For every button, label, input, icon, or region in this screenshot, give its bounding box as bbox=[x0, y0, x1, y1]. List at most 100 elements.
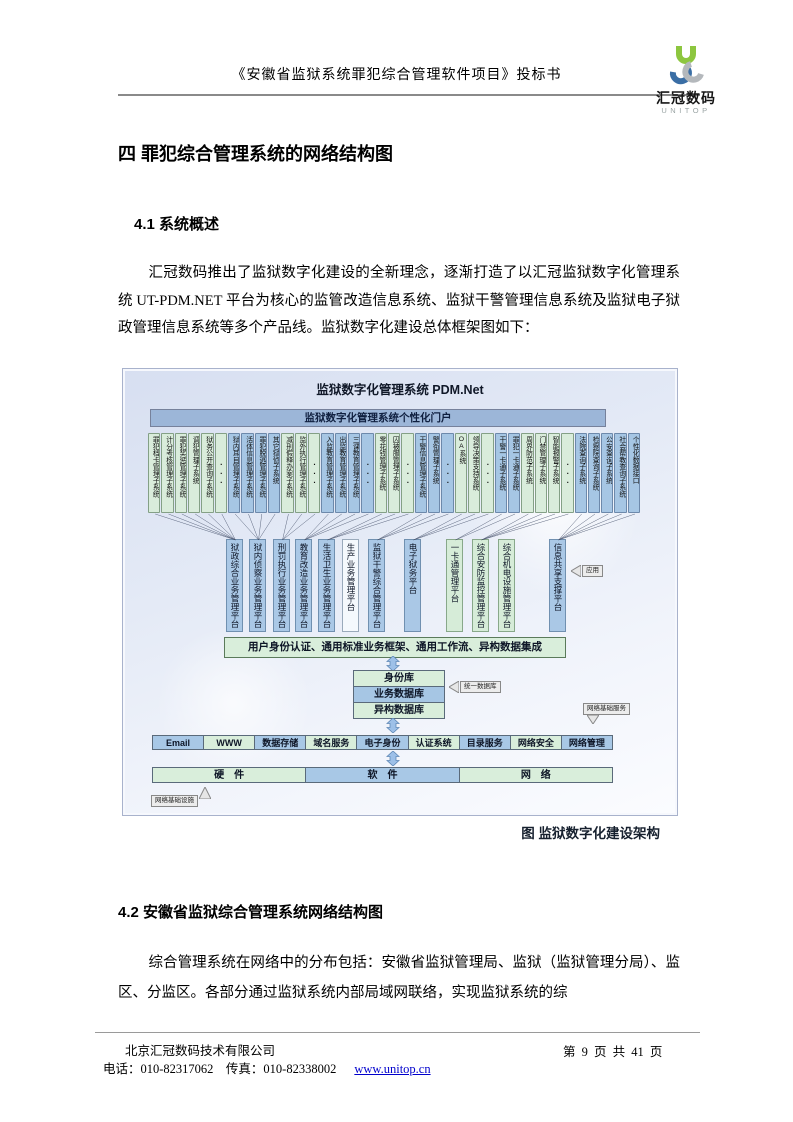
service-cell: 域名服务 bbox=[305, 735, 358, 750]
subsystem-box: 检察院查询子系统 bbox=[587, 433, 601, 513]
double-arrow-icon bbox=[386, 718, 400, 733]
diagram-title: 监狱数字化管理系统 PDM.Net bbox=[316, 383, 484, 397]
layer-cell: 软 件 bbox=[305, 767, 460, 783]
base-layer-row: 硬 件软 件网 络 bbox=[152, 767, 613, 783]
subsystem-box: 个性化数据接口 bbox=[627, 433, 641, 513]
middleware-bar: 用户身份认证、通用标准业务框架、通用工作流、异构数据集成 bbox=[224, 637, 566, 658]
unitop-logo-icon bbox=[669, 46, 704, 85]
subsystem-box: 狱内耳目管理子系统 bbox=[227, 433, 241, 513]
database-row: 业务数据库 bbox=[353, 686, 445, 703]
network-service-arrow-label: 网络基础服务 bbox=[583, 703, 630, 715]
platform-box: 一卡通管理平台 bbox=[446, 539, 463, 632]
company-logo: 汇冠数码 UNITOP bbox=[646, 44, 726, 115]
diagram-caption: 图 监狱数字化建设架构 bbox=[521, 826, 660, 841]
subsystem-box: 社会帮教查询子系统 bbox=[614, 433, 627, 513]
layer-cell: 硬 件 bbox=[152, 767, 307, 783]
subsystem-box: 罪犯档卡管理子系统 bbox=[148, 433, 161, 513]
subsystem-box: 狱务公开查询子系统 bbox=[201, 433, 214, 513]
footer-contact-text: 电话：010-82317062 传真：010-82338002 bbox=[103, 1062, 337, 1076]
platform-box: 刑罚执行业务管理平台 bbox=[273, 539, 290, 632]
database-stack: 身份库业务数据库异构数据库 bbox=[353, 670, 445, 719]
platform-box: 监狱干警综合管理平台 bbox=[368, 539, 385, 632]
header-divider bbox=[118, 94, 700, 96]
application-arrow: 应用 bbox=[571, 565, 603, 577]
subsystem-box: 其它狱侦子系统 bbox=[267, 433, 281, 513]
network-infrastructure-arrow-label: 网络基础设施 bbox=[151, 795, 198, 807]
architecture-diagram: 监狱数字化管理系统 PDM.Net 监狱数字化管理系统个性化门户 罪犯档卡管理子… bbox=[122, 368, 678, 816]
service-cell: 网络管理 bbox=[560, 735, 613, 750]
subsystem-box: 减刑假释办案子系统 bbox=[281, 433, 294, 513]
subsystem-box: 罪犯奖惩管理子系统 bbox=[174, 433, 187, 513]
subsystem-box: 领导决策支持系统 bbox=[467, 433, 481, 513]
footer-page-number: 第 9 页 共 41 页 bbox=[563, 1045, 663, 1059]
service-cell: 认证系统 bbox=[407, 735, 460, 750]
section-4-1-paragraph: 汇冠数码推出了监狱数字化建设的全新理念，逐渐打造了以汇冠监狱数字化管理系统 UT… bbox=[118, 265, 680, 336]
subsystem-box: 干警一卡通子系统 bbox=[494, 433, 507, 513]
platform-box: 生活卫生业务管理平台 bbox=[318, 539, 335, 632]
subsystem-box: ··· bbox=[481, 433, 494, 513]
platform-box: 综合安防监控管理平台 bbox=[472, 539, 489, 632]
section-4-2-heading: 4.2 安徽省监狱综合管理系统网络结构图 bbox=[118, 904, 384, 921]
subsystem-box: 调犯管理子系统 bbox=[187, 433, 201, 513]
subsystem-box: 周界防范子系统 bbox=[521, 433, 534, 513]
double-arrow-icon bbox=[386, 656, 400, 671]
down-arrow-icon bbox=[587, 714, 599, 724]
subsystem-box: 干警信息管理子系统 bbox=[414, 433, 427, 513]
subsystem-box: 罪犯一卡通子系统 bbox=[507, 433, 521, 513]
subsystem-box: ··· bbox=[561, 433, 574, 513]
subsystem-box: 囚被服管理子系统 bbox=[387, 433, 401, 513]
subsystem-box: OA系统 bbox=[454, 433, 467, 513]
subsystem-box: 出监教育管理子系统 bbox=[334, 433, 347, 513]
subsystem-box: 警衔管理子系统 bbox=[427, 433, 441, 513]
logo-text: 汇冠数码 bbox=[656, 89, 716, 106]
platform-box: 狱政综合业务管理平台 bbox=[226, 539, 243, 632]
footer-contact: 电话：010-82317062 传真：010-82338002 www.unito… bbox=[103, 1058, 431, 1077]
unified-db-arrow: 统一数据库 bbox=[449, 681, 501, 693]
subsystem-box: ··· bbox=[307, 433, 321, 513]
subsystem-box: 门禁管理子系统 bbox=[534, 433, 547, 513]
service-cell: 数据存储 bbox=[254, 735, 307, 750]
up-arrow-icon bbox=[199, 787, 211, 799]
platform-box: 生产业务管理平台 bbox=[342, 539, 359, 632]
subsystem-box: 三课教育管理子系统 bbox=[347, 433, 361, 513]
subsystem-box: 零花钱管理子系统 bbox=[374, 433, 387, 513]
footer-divider bbox=[95, 1032, 700, 1033]
footer-website-link[interactable]: www.unitop.cn bbox=[354, 1062, 431, 1076]
logo-subtext: UNITOP bbox=[661, 105, 711, 115]
left-arrow-icon bbox=[571, 565, 581, 577]
platform-box: 综合机电设施管理平台 bbox=[498, 539, 515, 632]
subsystem-box: ··· bbox=[214, 433, 227, 513]
database-row: 身份库 bbox=[353, 670, 445, 687]
subsystem-row: 罪犯档卡管理子系统计分考核管理子系统罪犯奖惩管理子系统调犯管理子系统狱务公开查询… bbox=[148, 433, 641, 513]
double-arrow-icon bbox=[386, 751, 400, 766]
subsystem-box: 智能报警子系统 bbox=[547, 433, 561, 513]
subsystem-box: 罪犯脱逃管理子系统 bbox=[254, 433, 267, 513]
layer-cell: 网 络 bbox=[458, 767, 613, 783]
database-row: 异构数据库 bbox=[353, 702, 445, 719]
chapter-heading: 四 罪犯综合管理系统的网络结构图 bbox=[118, 144, 393, 164]
subsystem-box: 法院查询子系统 bbox=[574, 433, 587, 513]
subsystem-box: 活体信息管理子系统 bbox=[241, 433, 254, 513]
section-4-1-heading: 4.1 系统概述 bbox=[134, 216, 220, 233]
platform-box: 信息共享支撑平台 bbox=[549, 539, 566, 632]
subsystem-box: 入监教育管理子系统 bbox=[321, 433, 334, 513]
subsystem-box: ··· bbox=[401, 433, 414, 513]
service-cell: 电子身份 bbox=[356, 735, 409, 750]
application-arrow-label: 应用 bbox=[582, 565, 603, 577]
unified-db-arrow-label: 统一数据库 bbox=[460, 681, 501, 693]
service-cell: Email bbox=[152, 735, 205, 750]
service-cell: 目录服务 bbox=[458, 735, 511, 750]
subsystem-box: ··· bbox=[441, 433, 454, 513]
platform-box: 教育改造业务管理平台 bbox=[295, 539, 312, 632]
portal-bar: 监狱数字化管理系统个性化门户 bbox=[150, 409, 606, 427]
subsystem-box: 监外执行管理子系统 bbox=[294, 433, 307, 513]
service-cell: 网络安全 bbox=[509, 735, 562, 750]
network-service-arrow: 网络基础服务 bbox=[583, 703, 630, 724]
service-cell: WWW bbox=[203, 735, 256, 750]
subsystem-box: ··· bbox=[361, 433, 374, 513]
platform-box: 狱内侦察业务管理平台 bbox=[249, 539, 266, 632]
subsystem-box: 公安查询子系统 bbox=[601, 433, 614, 513]
network-infrastructure-arrow: 网络基础设施 bbox=[151, 787, 211, 807]
